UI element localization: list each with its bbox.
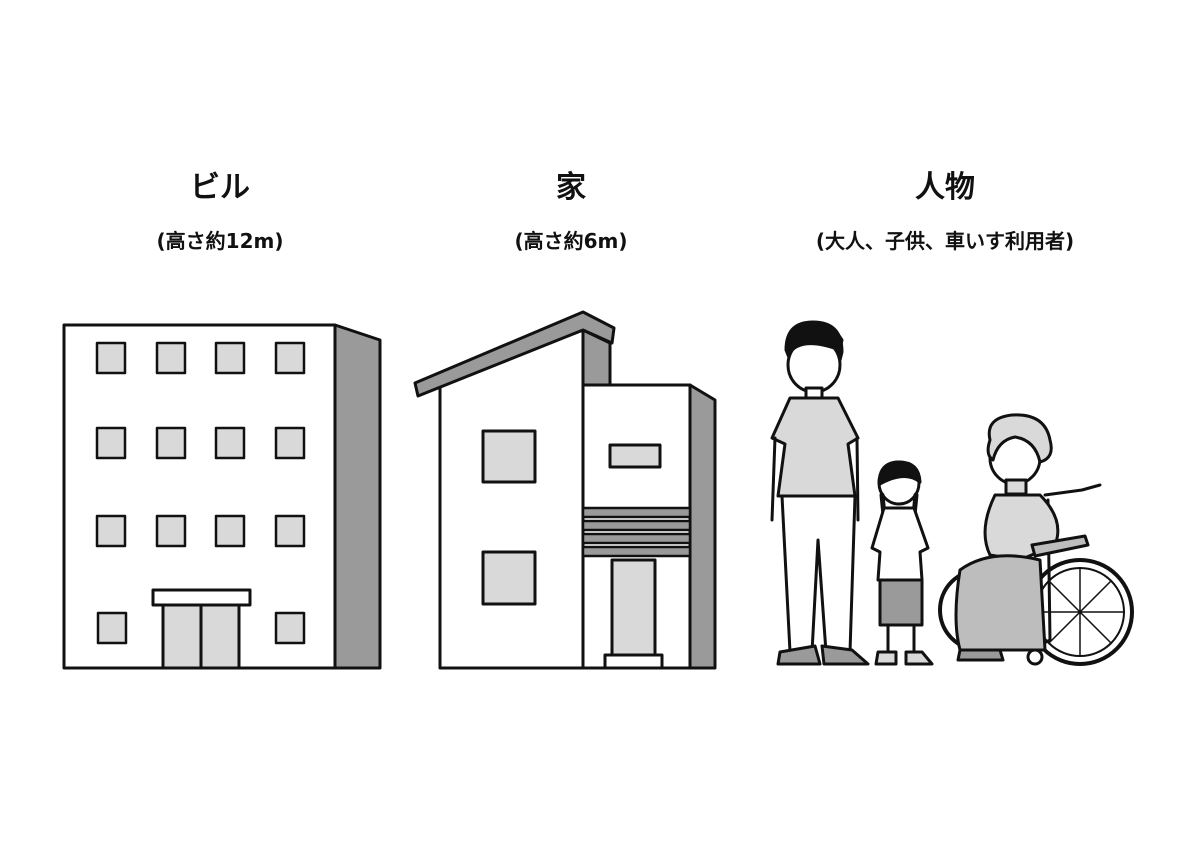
building-subtitle: (高さ約12m) (156, 229, 284, 253)
house-door (610, 558, 657, 657)
wheelchair-user-figure (938, 413, 1134, 666)
house-roof (413, 310, 616, 398)
house-window (481, 429, 537, 484)
building-windows (95, 341, 306, 645)
people-title: 人物 (915, 170, 975, 205)
house-window (608, 443, 662, 469)
house-window (481, 550, 537, 606)
people-subtitle: (大人、子供、車いす利用者) (815, 229, 1075, 253)
house-subtitle: (高さ約6m) (514, 229, 628, 253)
house-illustration (413, 310, 717, 670)
building-door-left (161, 603, 203, 670)
building-canopy (151, 588, 252, 607)
building-illustration (62, 323, 382, 670)
house-louvers (581, 506, 692, 558)
house-step (603, 653, 664, 670)
child-figure (870, 460, 934, 666)
adult-figure (770, 320, 870, 666)
building-door-right (199, 603, 241, 670)
building-title: ビル (190, 170, 250, 205)
house-title: 家 (556, 170, 586, 205)
